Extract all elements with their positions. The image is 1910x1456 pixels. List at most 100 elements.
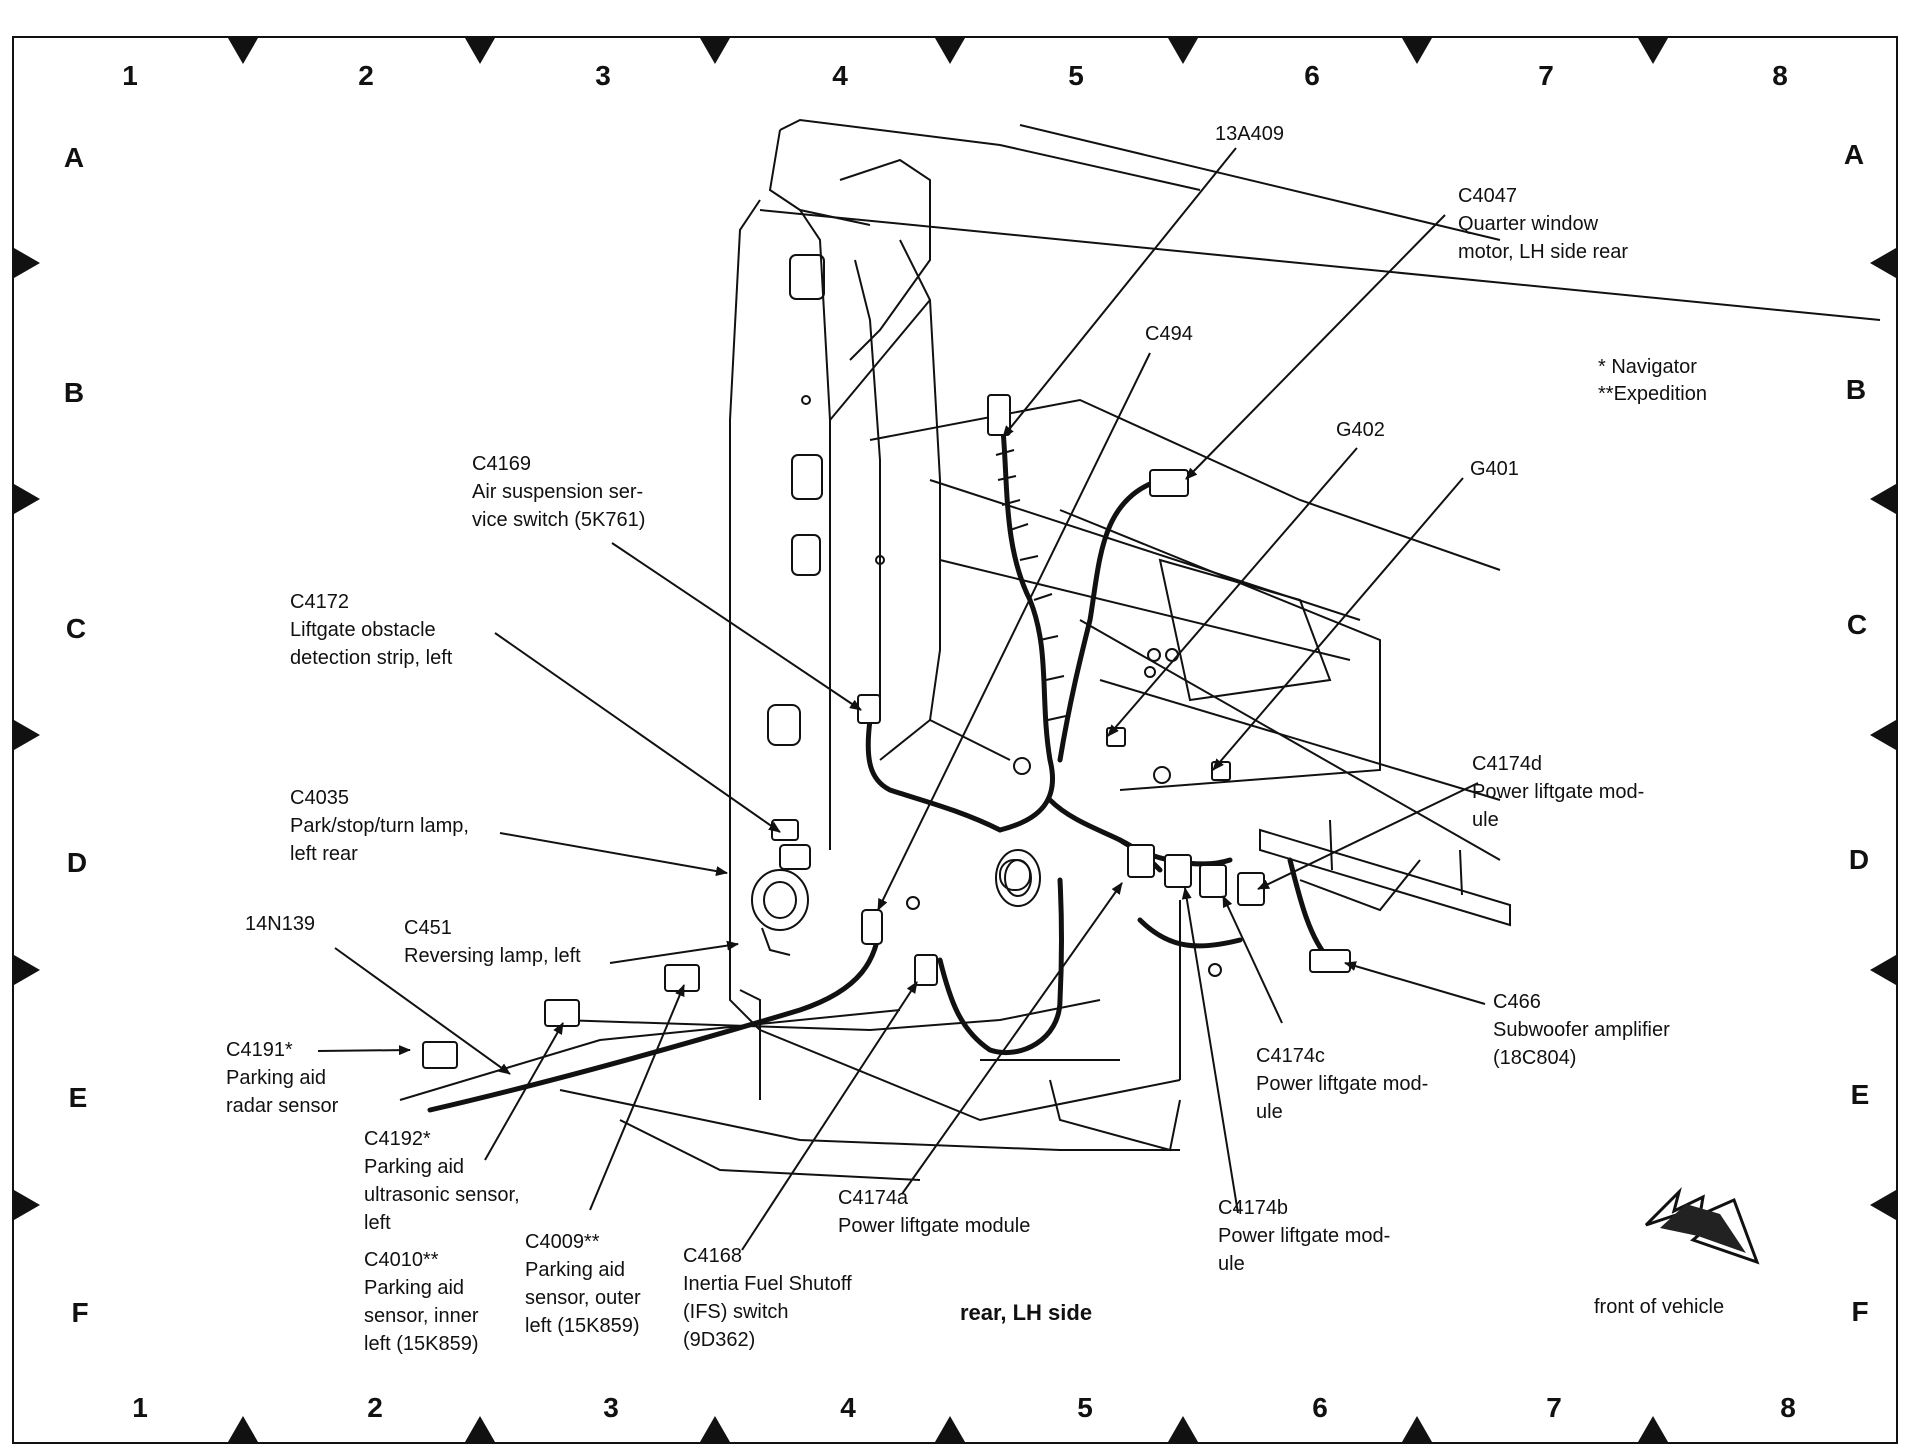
- grid-col-8: 8: [1772, 60, 1788, 91]
- grid-col-7-bottom: 7: [1546, 1392, 1562, 1423]
- callout-desc-line: sensor, outer: [525, 1287, 641, 1309]
- grid-col-4-bottom: 4: [840, 1392, 856, 1423]
- harness-clip-hatching: [993, 425, 1067, 721]
- callout-c4191: C4191* Parking aid radar sensor: [226, 1036, 338, 1120]
- body-openings: [767, 254, 1222, 977]
- callout-desc-line: Subwoofer amplifier: [1493, 1019, 1670, 1041]
- tail-lamp-housing: [751, 869, 809, 956]
- grid-col-6: 6: [1304, 60, 1320, 91]
- callout-14n139: 14N139: [245, 910, 315, 938]
- callout-desc-line: vice switch (5K761): [472, 509, 646, 531]
- grid-row-b: B: [63, 377, 85, 408]
- grid-col-3-bottom: 3: [603, 1392, 619, 1423]
- grid-row-b-right: B: [1845, 374, 1867, 405]
- callout-c4174c: C4174c Power liftgate mod- ule: [1256, 1042, 1428, 1126]
- callout-code: C4192*: [364, 1128, 431, 1150]
- legend-navigator: * Navigator: [1598, 356, 1697, 378]
- callout-code: C4174d: [1472, 753, 1543, 775]
- front-direction-arrow-icon: [1644, 1187, 1760, 1265]
- callout-c4192: C4192* Parking aid ultrasonic sensor, le…: [364, 1125, 520, 1237]
- callout-desc-line: motor, LH side rear: [1458, 241, 1629, 263]
- callout-c4172: C4172 Liftgate obstacle detection strip,…: [290, 588, 452, 672]
- callout-c494: C494: [1145, 320, 1193, 348]
- grid-col-5-bottom: 5: [1077, 1392, 1093, 1423]
- callout-desc-line: ultrasonic sensor,: [364, 1184, 520, 1206]
- callout-code: C4174a: [838, 1187, 909, 1209]
- callout-code: C4035: [290, 787, 349, 809]
- callout-desc-line: left: [364, 1212, 391, 1234]
- callout-code: 13A409: [1215, 123, 1284, 145]
- callout-c4174b: C4174b Power liftgate mod- ule: [1218, 1194, 1390, 1278]
- grid-row-e-right: E: [1850, 1079, 1870, 1110]
- callout-code: C4047: [1458, 185, 1517, 207]
- callout-code: C4172: [290, 591, 349, 613]
- grid-col-1-bottom: 1: [132, 1392, 148, 1423]
- legend-expedition: **Expedition: [1598, 383, 1707, 405]
- callout-code: C4169: [472, 453, 531, 475]
- callout-desc-line: detection strip, left: [290, 647, 453, 669]
- grid-col-7: 7: [1538, 60, 1554, 91]
- callout-desc-line: ule: [1218, 1253, 1245, 1275]
- callout-c4169: C4169 Air suspension ser- vice switch (5…: [472, 450, 645, 534]
- grid-row-a: A: [63, 142, 85, 173]
- callout-desc-line: Parking aid: [525, 1259, 626, 1281]
- grid-col-6-bottom: 6: [1312, 1392, 1328, 1423]
- callout-c4174d: C4174d Power liftgate mod- ule: [1472, 750, 1644, 834]
- grid-row-c-right: C: [1846, 609, 1868, 640]
- callout-desc-line: Power liftgate mod-: [1218, 1225, 1391, 1247]
- border-triangles: [14, 38, 1896, 1442]
- callout-code: C451: [404, 917, 452, 939]
- grid-col-4: 4: [832, 60, 848, 91]
- grid-col-3: 3: [595, 60, 611, 91]
- callout-c4010: C4010** Parking aid sensor, inner left (…: [364, 1246, 479, 1358]
- callout-desc-line: Power liftgate mod-: [1472, 781, 1645, 803]
- callout-code: C466: [1493, 991, 1541, 1013]
- callout-c4174a: C4174a Power liftgate module: [838, 1184, 1030, 1240]
- callout-desc-line: Park/stop/turn lamp,: [290, 815, 469, 837]
- grid-col-2: 2: [358, 60, 374, 91]
- callout-desc-line: Power liftgate module: [838, 1215, 1031, 1237]
- crossmember: [1259, 819, 1511, 927]
- callout-desc-line: Liftgate obstacle: [290, 619, 436, 641]
- callout-desc-line: Reversing lamp, left: [404, 945, 581, 967]
- callout-13a409: 13A409: [1215, 120, 1284, 148]
- callout-code: G402: [1336, 419, 1385, 441]
- callout-code: 14N139: [245, 913, 316, 935]
- callout-desc-line: sensor, inner: [364, 1305, 479, 1327]
- leader-lines: [317, 147, 1486, 1251]
- callout-desc-line: radar sensor: [226, 1095, 339, 1117]
- callout-c451: C451 Reversing lamp, left: [404, 914, 581, 970]
- callout-c466: C466 Subwoofer amplifier (18C804): [1493, 988, 1670, 1072]
- grid-row-f: F: [71, 1297, 89, 1328]
- callout-code: C4174c: [1256, 1045, 1325, 1067]
- grid-col-8-bottom: 8: [1780, 1392, 1796, 1423]
- grid-col-2-bottom: 2: [367, 1392, 383, 1423]
- callout-code: C4191*: [226, 1039, 293, 1061]
- callout-desc-line: left rear: [290, 843, 358, 865]
- front-of-vehicle-label: front of vehicle: [1594, 1296, 1725, 1318]
- callout-g401: G401: [1470, 455, 1519, 483]
- grid-row-f-right: F: [1851, 1296, 1869, 1327]
- callout-desc-line: Quarter window: [1458, 213, 1599, 235]
- grid-row-e: E: [68, 1082, 88, 1113]
- callout-desc-line: Inertia Fuel Shutoff: [683, 1273, 852, 1295]
- grid-col-1: 1: [122, 60, 138, 91]
- callout-desc-line: ule: [1472, 809, 1499, 831]
- callout-code: C4174b: [1218, 1197, 1289, 1219]
- grid-row-d: D: [66, 847, 88, 878]
- grid-row-c: C: [65, 613, 87, 644]
- diagram-frame: [12, 36, 1898, 1444]
- callout-code: C4009**: [525, 1231, 600, 1253]
- callout-desc-line: Power liftgate mod-: [1256, 1073, 1429, 1095]
- callout-desc-line: (9D362): [683, 1329, 756, 1351]
- callout-c4009: C4009** Parking aid sensor, outer left (…: [525, 1228, 641, 1340]
- callout-c4168: C4168 Inertia Fuel Shutoff (IFS) switch …: [683, 1242, 852, 1354]
- diagram-caption: rear, LH side: [960, 1300, 1093, 1325]
- callout-desc-line: Parking aid: [364, 1277, 465, 1299]
- callout-code: G401: [1470, 458, 1519, 480]
- callout-desc-line: ule: [1256, 1101, 1283, 1123]
- grid-col-5: 5: [1068, 60, 1084, 91]
- callout-c4035: C4035 Park/stop/turn lamp, left rear: [290, 784, 469, 868]
- callout-code: C494: [1145, 323, 1193, 345]
